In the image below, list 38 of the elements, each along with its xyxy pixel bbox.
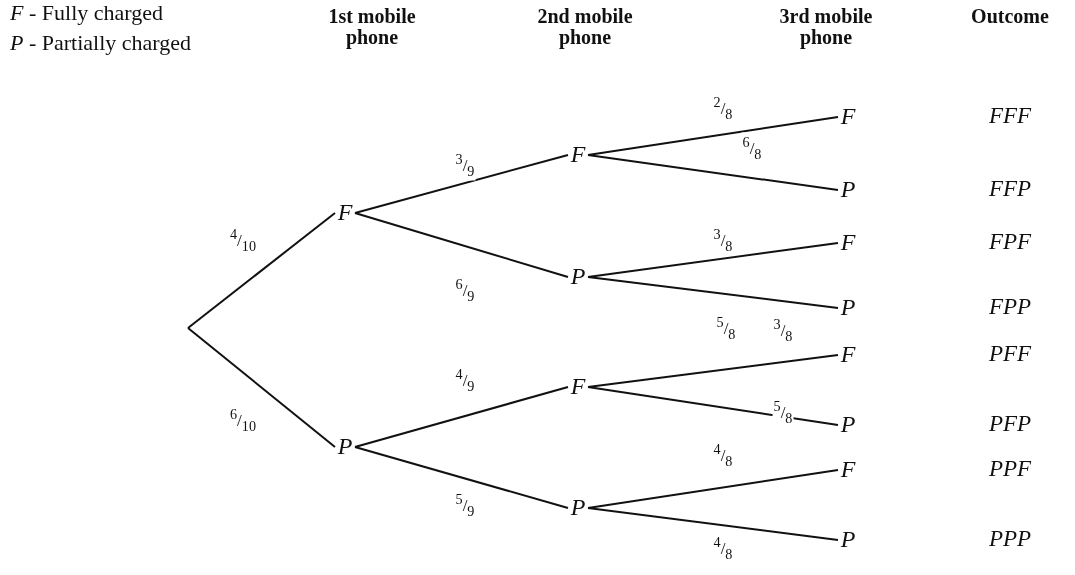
column-heading: 1st mobile phone bbox=[327, 6, 417, 48]
key-text: F - Fully charged bbox=[10, 0, 163, 26]
branch-line bbox=[187, 212, 336, 329]
outcome-text: FPP bbox=[988, 294, 1032, 320]
branch-line bbox=[587, 507, 839, 541]
outcome-letter: P bbox=[568, 263, 588, 289]
branch-line bbox=[354, 154, 569, 214]
outcome-letter: P bbox=[838, 294, 858, 320]
branch-line bbox=[354, 446, 569, 509]
outcome-letter: P bbox=[335, 433, 355, 459]
column-heading: Outcome bbox=[970, 6, 1050, 27]
outcome-text: FFF bbox=[988, 103, 1032, 129]
outcome-text: FFP bbox=[988, 176, 1032, 202]
outcome-letter: P bbox=[838, 411, 858, 437]
branch-line bbox=[354, 212, 569, 278]
outcome-text: PPP bbox=[988, 526, 1032, 552]
outcome-letter: F bbox=[568, 373, 588, 399]
branch-line bbox=[354, 386, 569, 448]
outcome-letter: F bbox=[838, 456, 858, 482]
outcome-letter: F bbox=[838, 103, 858, 129]
outcome-letter: F bbox=[568, 141, 588, 167]
outcome-letter: F bbox=[838, 229, 858, 255]
outcome-letter: P bbox=[838, 176, 858, 202]
column-heading: 2nd mobile phone bbox=[536, 6, 634, 48]
outcome-text: PFP bbox=[988, 411, 1032, 437]
outcome-letter: F bbox=[838, 341, 858, 367]
branch-line bbox=[187, 327, 336, 448]
outcome-letter: P bbox=[838, 526, 858, 552]
outcome-letter: P bbox=[568, 494, 588, 520]
outcome-letter: F bbox=[335, 199, 355, 225]
outcome-text: FPF bbox=[988, 229, 1032, 255]
branch-line bbox=[587, 386, 839, 426]
outcome-text: PPF bbox=[988, 456, 1032, 482]
branch-line bbox=[587, 276, 839, 309]
key-text: P - Partially charged bbox=[10, 30, 192, 56]
column-heading: 3rd mobile phone bbox=[778, 6, 874, 48]
branch-line bbox=[587, 154, 839, 191]
outcome-text: PFF bbox=[988, 341, 1032, 367]
